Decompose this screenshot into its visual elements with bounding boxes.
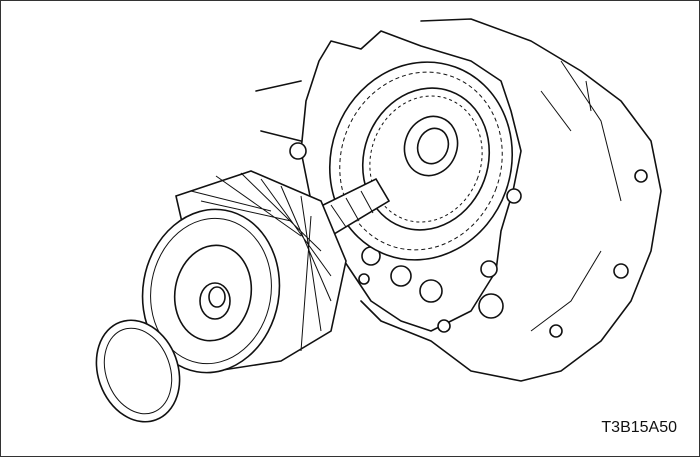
- thrust-washer: [95, 319, 181, 423]
- transmission-case: [255, 18, 662, 382]
- clutch-hub: [328, 61, 514, 261]
- figure-label: T3B15A50: [601, 419, 677, 436]
- clutch-drum: [141, 170, 347, 374]
